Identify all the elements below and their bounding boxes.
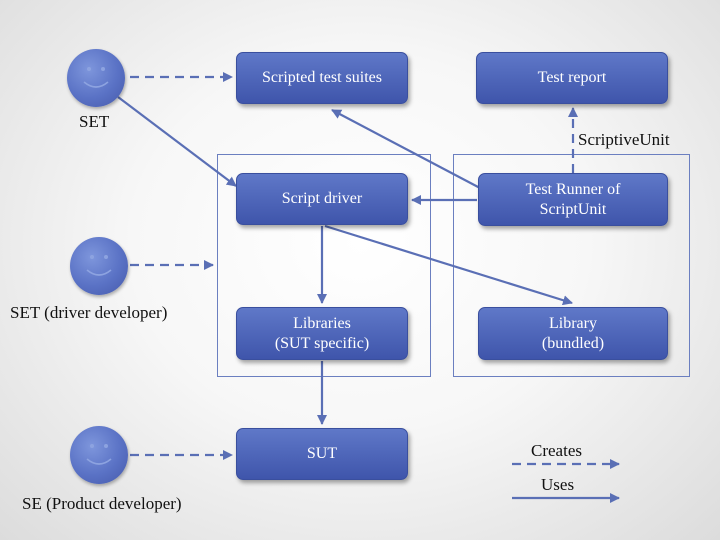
- test-runner-node: Test Runner of ScriptUnit: [478, 173, 668, 226]
- scripted-test-suites-node: Scripted test suites: [236, 52, 408, 104]
- sut-node: SUT: [236, 428, 408, 480]
- test-report-node: Test report: [476, 52, 668, 104]
- smiley-face-icon: [83, 67, 109, 88]
- set-driver-developer-actor-icon: [70, 237, 128, 295]
- set-actor-label: SET: [79, 112, 110, 131]
- script-driver-node: Script driver: [236, 173, 408, 225]
- legend-uses-label: Uses: [541, 475, 575, 494]
- smiley-face-icon: [86, 444, 112, 465]
- scriptive-unit-edge-label: ScriptiveUnit: [578, 130, 670, 149]
- edge-driver-uses-bundled-library: [324, 224, 573, 306]
- edge-runner-uses-suites: [331, 109, 481, 189]
- library-bundled-node: Library (bundled): [478, 307, 668, 360]
- se-product-developer-label: SE (Product developer): [22, 494, 182, 513]
- driver-group-frame: [217, 154, 431, 377]
- edge-set-uses-driver: [117, 96, 237, 187]
- smiley-face-icon: [86, 255, 112, 276]
- set-driver-developer-label: SET (driver developer): [10, 303, 168, 322]
- se-product-developer-actor-icon: [70, 426, 128, 484]
- libraries-sut-specific-node: Libraries (SUT specific): [236, 307, 408, 360]
- legend-creates-label: Creates: [531, 441, 582, 460]
- set-actor-icon: [67, 49, 125, 107]
